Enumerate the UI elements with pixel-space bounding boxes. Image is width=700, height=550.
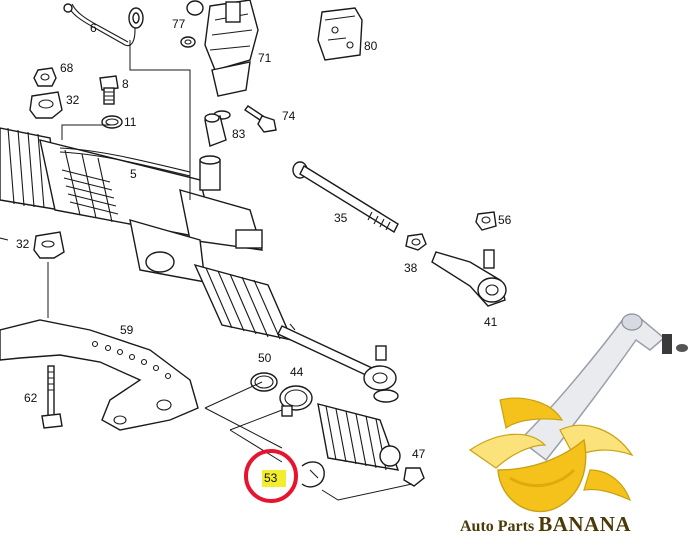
nut-part-68 bbox=[33, 67, 57, 87]
nut-part-77 bbox=[180, 0, 204, 48]
subframe-part-59 bbox=[0, 319, 199, 431]
callout-6: 6 bbox=[90, 21, 97, 35]
highlight-circle bbox=[244, 449, 298, 503]
mount-part-32-left bbox=[0, 231, 65, 259]
callout-11: 11 bbox=[124, 115, 137, 129]
ring-part-50 bbox=[250, 372, 278, 392]
tie-rod-part-35 bbox=[292, 161, 399, 233]
callout-41: 41 bbox=[484, 315, 498, 329]
highlight-label-background bbox=[262, 470, 286, 487]
highlighted-callout-53: 53 bbox=[264, 471, 278, 485]
callout-5: 5 bbox=[130, 167, 137, 181]
brand-text-banana: BANANA bbox=[538, 512, 632, 536]
callout-62: 62 bbox=[24, 391, 38, 405]
callout-labels: 6 77 71 80 68 8 32 11 83 74 5 35 56 32 3… bbox=[16, 17, 512, 461]
rack-boot-right bbox=[193, 263, 399, 403]
callout-59: 59 bbox=[120, 323, 134, 337]
callout-50: 50 bbox=[258, 351, 272, 365]
brand-logo-text: Auto Parts BANANA bbox=[460, 512, 631, 537]
callout-56: 56 bbox=[498, 213, 512, 227]
callout-83: 83 bbox=[232, 127, 246, 141]
bellows-boot-kit bbox=[317, 403, 401, 471]
mount-part-32-top bbox=[29, 91, 63, 119]
banana-logo-graphic bbox=[468, 313, 688, 513]
leader-lines bbox=[47, 40, 413, 501]
callout-38: 38 bbox=[404, 261, 418, 275]
callout-77: 77 bbox=[172, 17, 186, 31]
bracket-part-80 bbox=[317, 7, 363, 61]
callout-68: 68 bbox=[60, 61, 74, 75]
callout-32-top: 32 bbox=[66, 93, 80, 107]
valve-part-71 bbox=[204, 0, 259, 120]
callout-8: 8 bbox=[122, 77, 129, 91]
bolt-part-62 bbox=[41, 365, 63, 429]
brand-text-auto-parts: Auto Parts bbox=[460, 518, 535, 535]
bolt-part-8 bbox=[99, 75, 119, 105]
callout-74: 74 bbox=[282, 109, 296, 123]
rack-housing-grid bbox=[61, 169, 119, 215]
clamp-part-47 bbox=[403, 467, 425, 487]
rack-pipe bbox=[59, 147, 191, 177]
oring-part-11 bbox=[101, 115, 123, 129]
callout-71: 71 bbox=[258, 51, 272, 65]
clip-part-53 bbox=[301, 461, 325, 488]
fitting-part-83 bbox=[204, 113, 227, 147]
callout-80: 80 bbox=[364, 39, 378, 53]
callout-44: 44 bbox=[290, 365, 304, 379]
callout-32-left: 32 bbox=[16, 237, 30, 251]
nut-part-56 bbox=[475, 211, 497, 231]
callout-35: 35 bbox=[334, 211, 348, 225]
clamp-part-44 bbox=[279, 385, 313, 417]
pipe-part-6 bbox=[63, 3, 144, 47]
callout-47: 47 bbox=[412, 447, 426, 461]
tie-rod-end-part-41 bbox=[431, 249, 507, 307]
steering-rack-part-5 bbox=[0, 127, 263, 283]
bolt-part-74 bbox=[243, 105, 277, 133]
nut-part-38 bbox=[405, 233, 427, 251]
